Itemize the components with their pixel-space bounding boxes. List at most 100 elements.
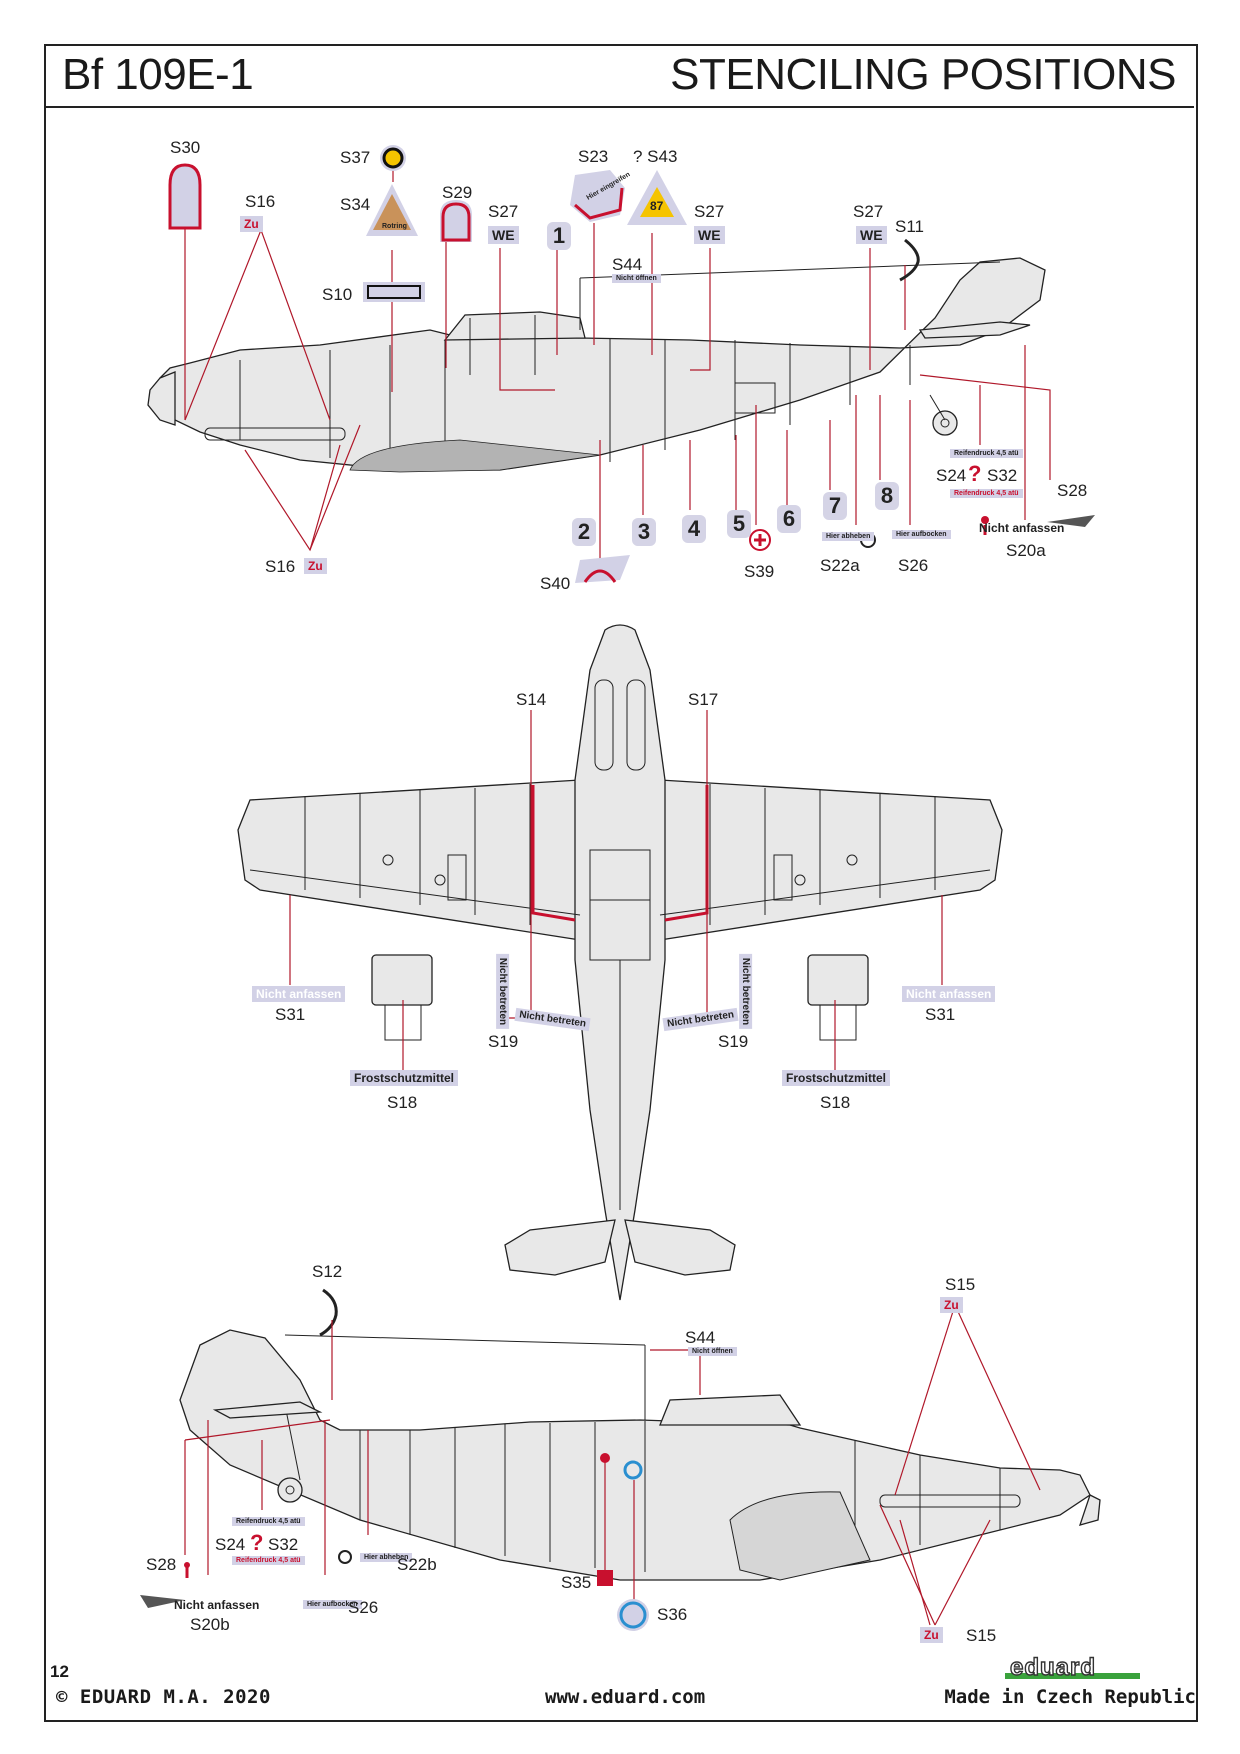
page-title: STENCILING POSITIONS [670,50,1176,99]
s23-decal-shape [570,170,625,222]
stencil-rotring: Rotring [382,223,407,230]
s20a-arrow [1047,515,1095,527]
stencil-hier-abheben-top: Hier abheben [822,532,875,541]
bottom-stencil-graphics [140,1453,649,1631]
label-s36: S36 [657,1605,688,1624]
question-mark-bottom: ? [250,1530,264,1555]
stencil-nicht-betreten-left-vertical: Nicht betreten [496,953,510,1030]
walkway-line-left [531,785,576,922]
tail-wheel-right [277,1477,303,1503]
station-number-1: 1 [547,222,571,250]
label-s27-b: S27 [694,202,725,221]
label-s11: S11 [895,217,924,236]
s35-red-marker [600,1453,610,1463]
label-s27-c: S27 [853,202,884,221]
label-s39: S39 [744,562,775,581]
label-s26-bottom: S26 [348,1598,379,1617]
s34-triangle [373,194,411,230]
label-s10: S10 [322,285,353,304]
stencil-hier-abheben-bottom: Hier abheben [360,1553,413,1562]
tailplane [504,1219,616,1276]
stencil-frostschutzmittel-left: Frostschutzmittel [350,1070,459,1086]
wing-panel-lines [249,784,991,925]
label-s37: S37 [340,148,371,167]
stencil-reifendruck-red-bottom: Reifendruck 4,5 atü [232,1556,305,1565]
s37-yellow-dot [382,147,404,169]
label-s20b: S20b [190,1615,230,1634]
radiator-left [371,954,433,1006]
label-s17: S17 [688,690,719,709]
label-s44-top: S44 [612,255,643,274]
label-s32-bottom: S32 [268,1535,299,1554]
page-header: Bf 109E-1 STENCILING POSITIONS [44,44,1194,108]
stencil-hier-aufbocken-top: Hier aufbocken [892,530,951,539]
right-wing [659,779,1003,941]
stencil-we-b: WE [694,226,725,244]
stencil-we-a: WE [488,226,519,244]
fuselage-right [179,1329,1091,1581]
s11-antenna-bracket [899,238,920,282]
label-s44-bottom: S44 [685,1328,716,1347]
stencil-nicht-betreten-right-vertical: Nicht betreten [739,953,753,1030]
s40-decal-shape [583,569,617,583]
label-s20a: S20a [1006,541,1046,560]
logo-underline [1005,1673,1140,1679]
s36-blue-marker [623,1460,643,1480]
s43-fuel-triangle [640,187,674,217]
radiator-right [807,954,869,1006]
tail-wheel-left [932,410,958,436]
side-view-left-profile [147,257,1046,473]
station-number-8: 8 [875,482,899,510]
stencil-nicht-oeffnen-top: Nicht öffnen [612,274,661,283]
stencil-octane-87: 87 [650,199,664,213]
canopy-left [443,311,586,341]
stencil-zu-text: Zu [244,217,259,231]
station-number-6: 6 [777,505,801,533]
station-number-5: 5 [727,510,751,538]
label-s34: S34 [340,195,371,214]
stencil-frostschutzmittel-right: Frostschutzmittel [782,1070,891,1086]
label-s18-right: S18 [820,1093,851,1112]
s12-antenna-bracket [319,1288,338,1337]
label-s15-bottom: S15 [966,1626,997,1645]
stencil-nicht-anfassen-top: Nicht anfassen [979,521,1065,535]
label-s24-top: S24 [936,466,967,485]
s29-decal-shape [441,202,471,242]
label-s19-right: S19 [718,1032,749,1051]
station-number-4: 4 [682,515,706,543]
stencil-nicht-anfassen-bottom: Nicht anfassen [174,1598,260,1612]
website-link[interactable]: www.eduard.com [545,1686,706,1708]
label-s26-top: S26 [898,556,929,575]
label-s31-right: S31 [925,1005,956,1024]
station-number-7: 7 [823,492,847,520]
s28-marker [981,516,989,524]
label-s35: S35 [561,1573,592,1592]
side-view-right-profile [179,1288,1101,1581]
label-s12: S12 [312,1262,343,1281]
stencil-zu-top: Zu [240,216,263,232]
stencil-reifendruck-black-top: Reifendruck 4,5 atü [950,449,1023,458]
label-s16-top: S16 [245,192,276,211]
label-s40: S40 [540,574,571,593]
canopy-right [659,1394,802,1426]
label-s22a: S22a [820,556,860,575]
fuselage-left [159,257,1046,471]
left-wing [237,779,581,941]
label-s24-bottom: S24 [215,1535,246,1554]
stencil-nicht-oeffnen-bottom: Nicht öffnen [688,1347,737,1356]
stencil-zu-bottom: Zu [304,558,327,574]
question-mark-top: ? [968,461,982,486]
label-s28-bottom: S28 [146,1555,177,1574]
label-s29: S29 [442,183,473,202]
page-frame [44,44,1198,1722]
copyright-text: © EDUARD M.A. 2020 [56,1686,271,1708]
station-number-2: 2 [572,518,596,546]
label-s43: ? S43 [633,147,678,166]
s10-stencil [367,285,421,299]
label-s15-top: S15 [945,1275,976,1294]
label-s14: S14 [516,690,547,709]
stencil-hier-aufbocken-bottom: Hier aufbocken [303,1600,362,1609]
stencil-nicht-anfassen-left: Nicht anfassen [252,986,346,1002]
label-s23: S23 [578,147,609,166]
s20b-arrow [140,1595,185,1608]
